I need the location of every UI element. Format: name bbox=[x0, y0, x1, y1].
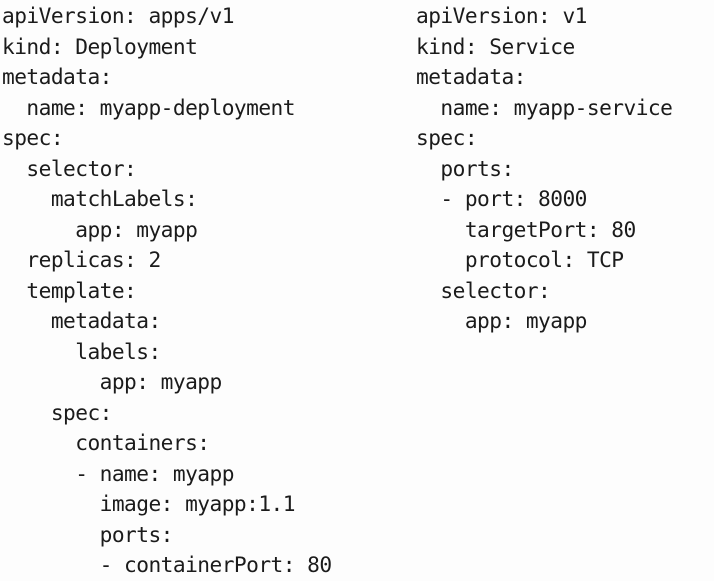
code-line: - name: myapp bbox=[2, 460, 234, 486]
code-line: protocol: TCP bbox=[416, 247, 624, 272]
code-line: template: bbox=[2, 277, 137, 303]
code-line: kind: Service bbox=[416, 33, 575, 59]
code-line: spec: bbox=[2, 125, 64, 150]
code-line: matchLabels: bbox=[2, 186, 198, 211]
code-line: - port: 8000 bbox=[416, 186, 587, 211]
code-line: replicas: 2 bbox=[2, 247, 161, 272]
code-line: name: myapp-service bbox=[416, 94, 673, 120]
code-line: spec: bbox=[416, 125, 478, 150]
code-line: metadata: bbox=[2, 64, 112, 89]
code-line: app: myapp bbox=[2, 216, 198, 242]
code-line: ports: bbox=[416, 155, 514, 181]
code-line: ports: bbox=[2, 521, 174, 547]
code-line: metadata: bbox=[2, 308, 161, 333]
code-line: metadata: bbox=[416, 64, 526, 89]
code-line: app: myapp bbox=[416, 308, 588, 333]
code-line: image: myapp:1.1 bbox=[2, 491, 296, 516]
code-line: selector: bbox=[416, 277, 551, 303]
code-line: name: myapp-deployment bbox=[2, 94, 295, 120]
code-line: targetPort: 80 bbox=[416, 216, 636, 242]
code-line: kind: Deployment bbox=[2, 33, 198, 59]
code-line: apiVersion: apps/v1 bbox=[2, 3, 234, 28]
code-line: - containerPort: 80 bbox=[2, 552, 332, 577]
code-line: labels: bbox=[2, 338, 161, 364]
service-manifest-column: apiVersion: v1 kind: Service metadata: nam… bbox=[416, 1, 673, 337]
deployment-manifest-column: apiVersion: apps/v1 kind: Deployment metad… bbox=[2, 1, 332, 581]
code-line: selector: bbox=[2, 155, 137, 181]
code-line: app: myapp bbox=[2, 369, 223, 394]
code-line: spec: bbox=[2, 399, 113, 425]
code-line: apiVersion: v1 bbox=[416, 3, 587, 28]
code-line: containers: bbox=[2, 430, 210, 455]
